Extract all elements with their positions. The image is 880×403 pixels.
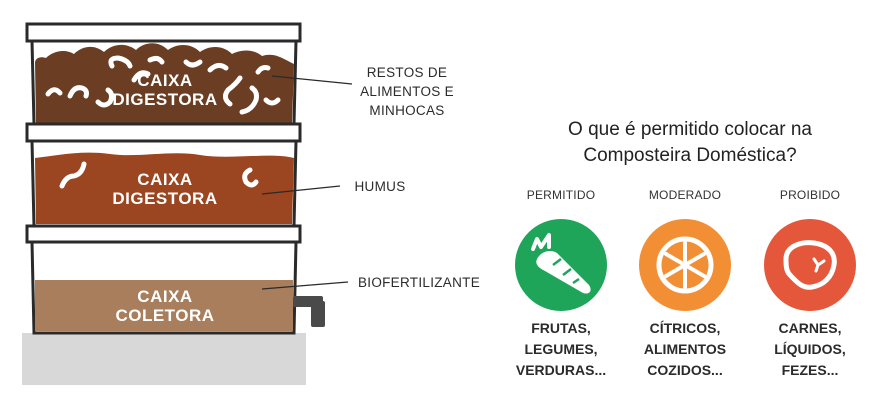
callout-top-line3: MINHOCAS (369, 103, 445, 118)
callout-bottom: BIOFERTILIZANTE (357, 275, 481, 290)
callout-top-line2: ALIMENTOS E (360, 84, 454, 99)
callout-middle: HUMUS (354, 179, 406, 194)
callout-line-top (271, 75, 353, 85)
top-box-lid (25, 22, 302, 43)
middle-box-label: CAIXA DIGESTORA (40, 170, 290, 210)
category-item: VERDURAS... (515, 362, 607, 378)
category-item: ALIMENTOS (643, 341, 727, 357)
bottom-box-label-line1: CAIXA (137, 287, 193, 306)
category-title: MODERADO (648, 188, 722, 202)
steak-icon (783, 240, 837, 290)
category-item: COZIDOS... (647, 362, 723, 378)
category-title: PROIBIDO (779, 188, 841, 202)
bottom-box-label: CAIXA COLETORA (40, 287, 290, 327)
compost-bin-drawing (22, 22, 353, 385)
category-items: CÍTRICOS, ALIMENTOS COZIDOS... (620, 318, 750, 381)
question-heading: O que é permitido colocar na Composteira… (520, 117, 860, 169)
middle-box-label-line2: DIGESTORA (112, 189, 218, 208)
category-item: FRUTAS, (531, 320, 591, 336)
callout-top: RESTOS DE ALIMENTOS E MINHOCAS (344, 63, 470, 120)
top-box-label: CAIXA DIGESTORA (40, 71, 290, 111)
category-title: PERMITIDO (526, 188, 596, 202)
callout-line-bottom (261, 281, 349, 290)
worm-icon (59, 161, 259, 189)
carrot-icon (531, 233, 591, 294)
category-item: LEGUMES, (524, 341, 598, 357)
middle-box-soil (35, 152, 294, 224)
category-icon-circle (515, 219, 607, 311)
tap-icon (293, 296, 325, 327)
category-icon-circle (639, 219, 731, 311)
bin-base (22, 333, 306, 385)
category-item: LÍQUIDOS, (774, 341, 846, 357)
question-line1: O que é permitido colocar na (568, 119, 812, 140)
category-items: CARNES, LÍQUIDOS, FEZES... (745, 318, 875, 381)
category-item: FEZES... (781, 362, 839, 378)
category-item: CARNES, (778, 320, 842, 336)
bottom-box-lid (25, 224, 302, 244)
middle-box-lid (25, 122, 302, 143)
callout-top-line1: RESTOS DE (366, 65, 448, 80)
citrus-slice-icon (656, 236, 714, 294)
category-items: FRUTAS, LEGUMES, VERDURAS... (496, 318, 626, 381)
top-box-label-line1: CAIXA (137, 71, 193, 90)
middle-box-label-line1: CAIXA (137, 170, 193, 189)
callout-line-middle (261, 185, 341, 195)
bottom-box-label-line2: COLETORA (115, 306, 215, 325)
question-line2: Composteira Doméstica? (583, 145, 797, 166)
category-icon-circle (764, 219, 856, 311)
worm-icon (45, 55, 281, 115)
category-item: CÍTRICOS, (649, 320, 721, 336)
bottom-box-liquid (35, 280, 293, 331)
top-box-label-line2: DIGESTORA (112, 90, 218, 109)
